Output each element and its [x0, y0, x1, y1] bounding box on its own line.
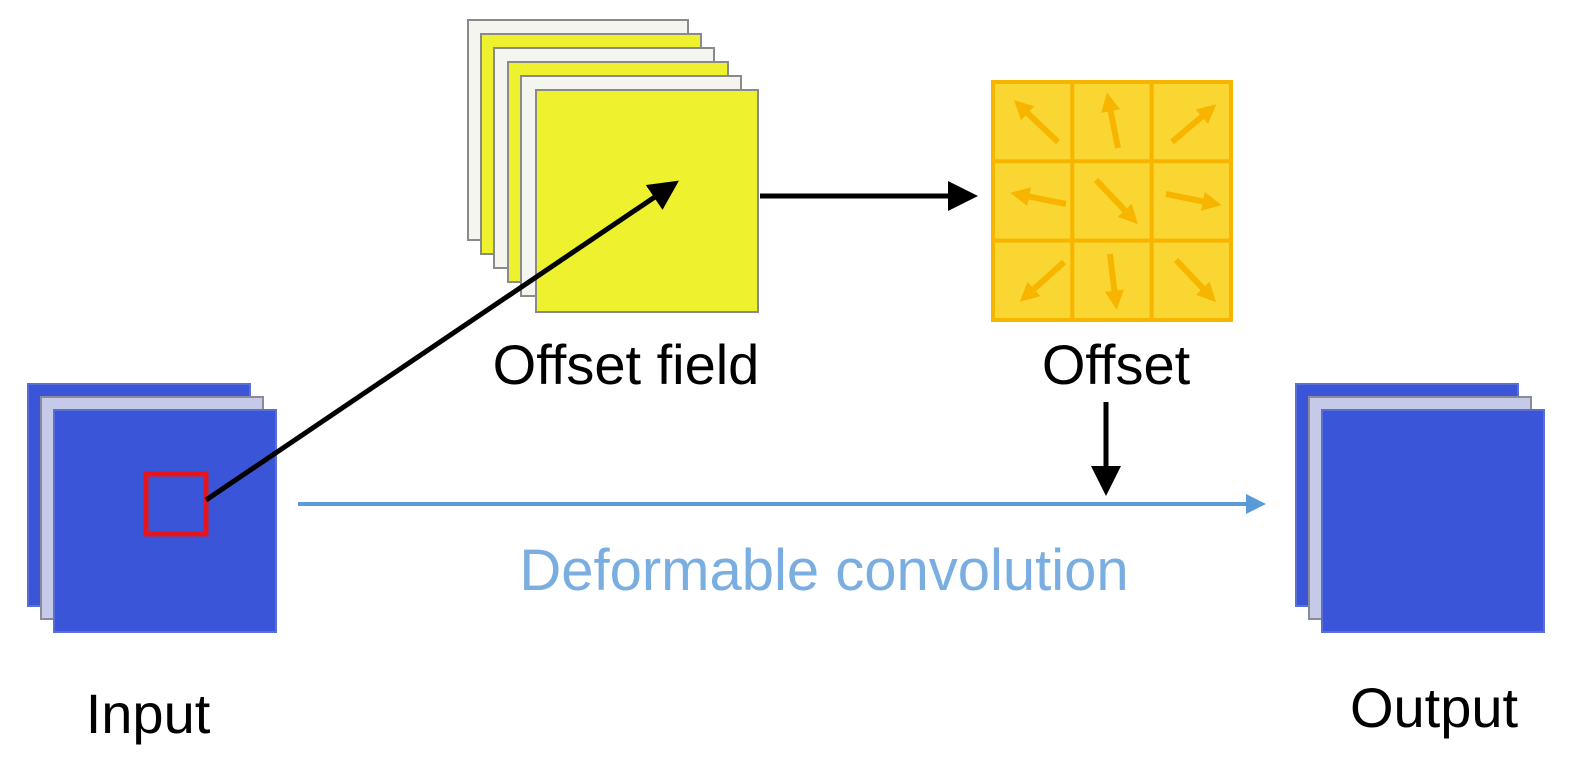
input-stack — [27, 383, 277, 633]
input-label: Input — [86, 682, 211, 745]
up-left-arrow-icon — [1013, 100, 1061, 145]
offset-field-stack — [467, 19, 759, 313]
offset-label: Offset — [1042, 333, 1191, 396]
input-layer-front — [53, 409, 277, 633]
up-arrow-icon — [1101, 92, 1121, 149]
offset-field-label: Offset field — [493, 333, 760, 396]
output-layer-front — [1321, 409, 1545, 633]
output-label: Output — [1350, 676, 1519, 739]
up-right-arrow-icon — [1170, 104, 1217, 145]
deformable-convolution-label: Deformable convolution — [519, 538, 1128, 603]
down-right-arrow-icon — [1093, 177, 1138, 225]
right-arrow-icon — [1165, 191, 1222, 211]
down-right-arrow-icon — [1173, 257, 1216, 303]
input-to-offset-field-arrow — [204, 180, 679, 503]
down-left-arrow-icon — [1019, 259, 1067, 302]
offset-grid — [991, 80, 1233, 322]
left-arrow-icon — [1010, 187, 1067, 207]
output-stack — [1295, 383, 1545, 633]
down-arrow-icon — [1104, 253, 1124, 310]
kernel-window-box — [143, 471, 209, 537]
